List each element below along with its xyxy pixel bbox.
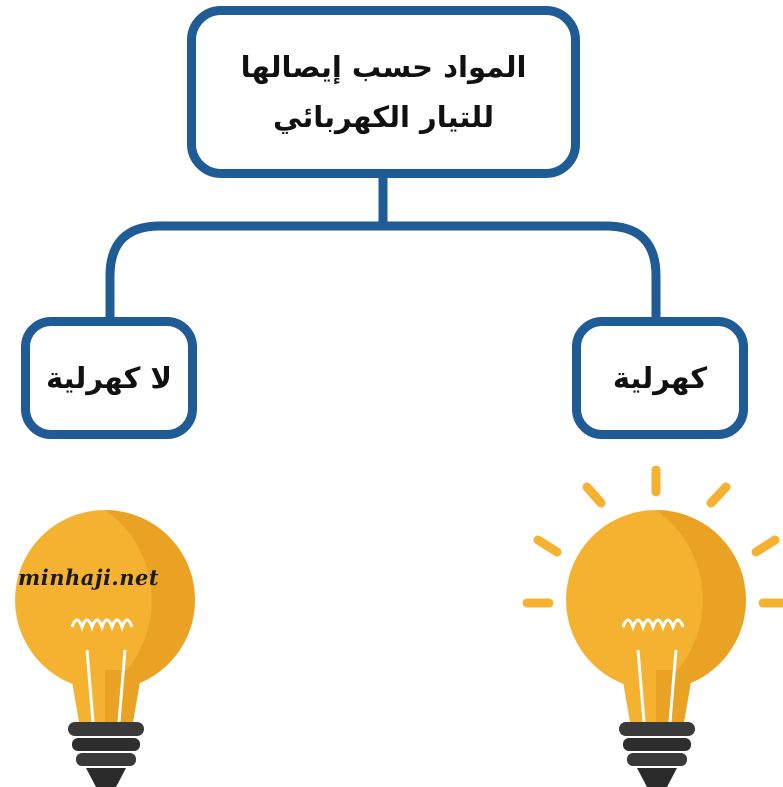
glow-rays — [522, 465, 783, 608]
right-branch-connector — [601, 221, 661, 322]
electrolyte-label: كهرلية — [612, 361, 708, 395]
root-title-line-2: للتيار الكهربائي — [273, 100, 494, 134]
watermark: minhaji.net — [18, 565, 160, 590]
left-branch-connector — [105, 221, 165, 322]
connector-lines — [105, 173, 661, 322]
root-title-line-1: المواد حسب إيصالها — [240, 50, 527, 84]
light-bulb-off-icon — [15, 510, 195, 787]
light-bulb-on-icon — [522, 465, 783, 787]
non-electrolyte-label: لا كهرلية — [45, 361, 173, 395]
electrolyte-box: كهرلية — [572, 317, 748, 439]
root-category-box: المواد حسب إيصالها للتيار الكهربائي — [187, 6, 580, 178]
non-electrolyte-box: لا كهرلية — [21, 317, 197, 439]
